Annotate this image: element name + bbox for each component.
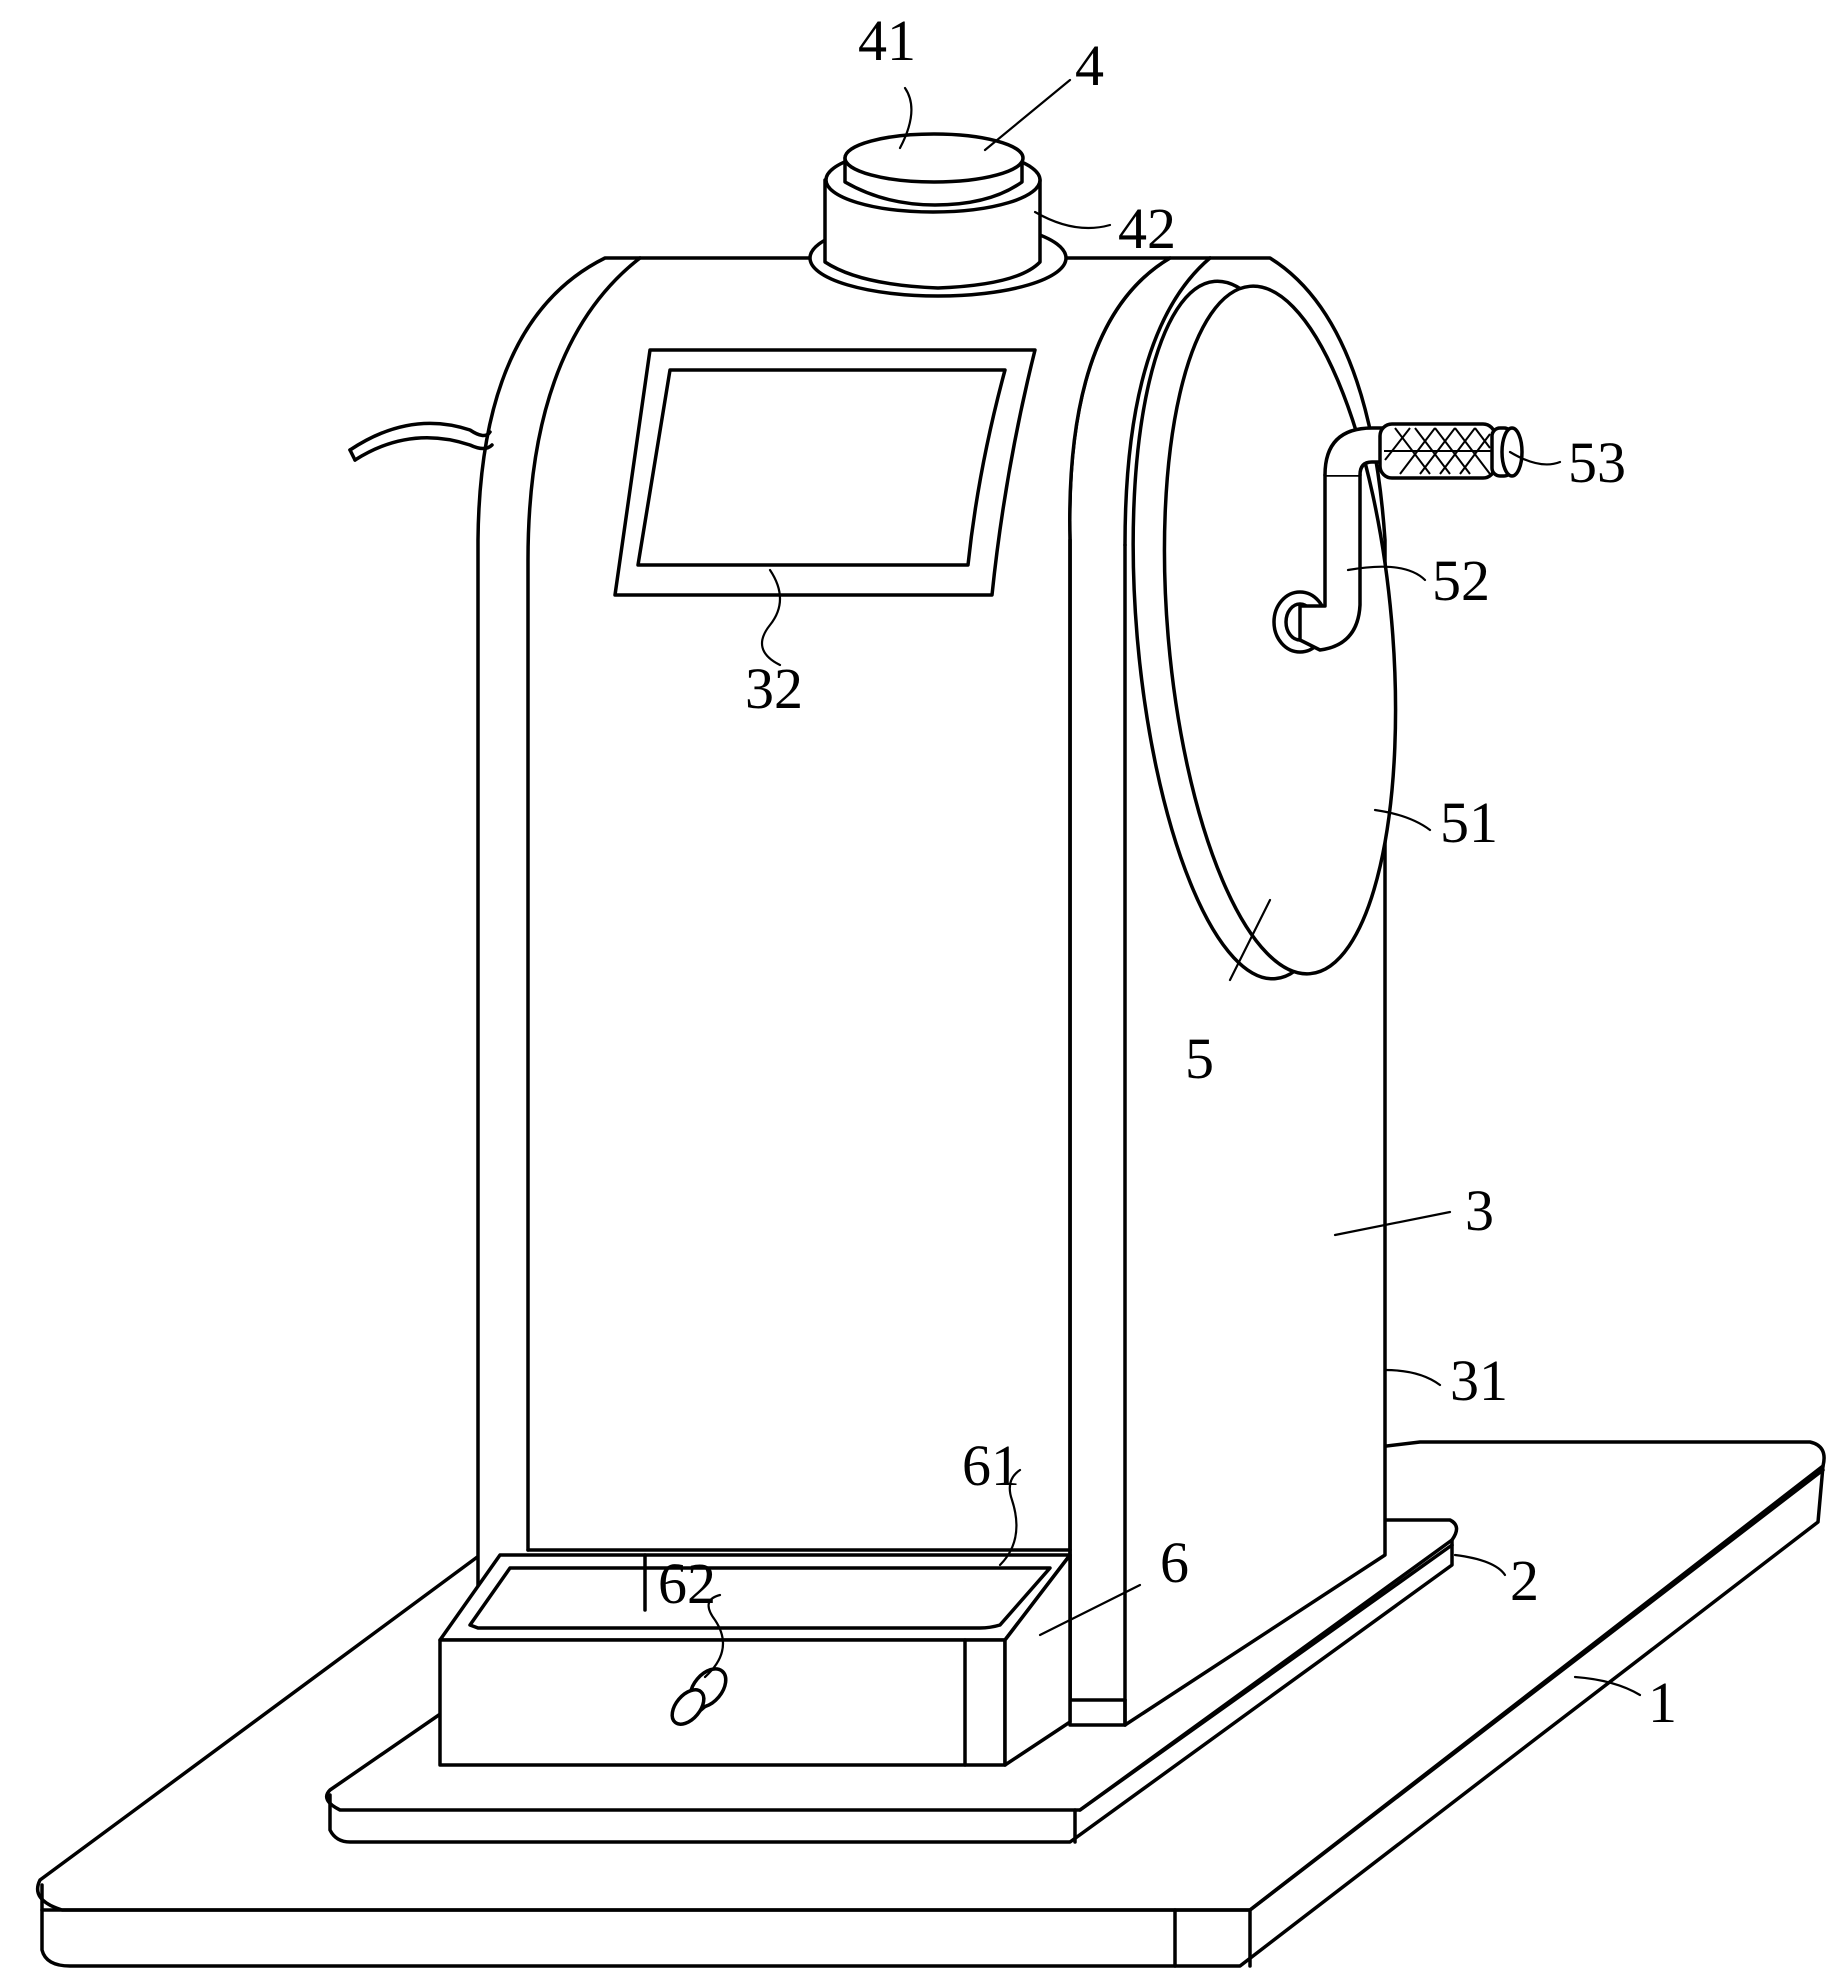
label-51: 51 xyxy=(1440,790,1498,855)
label-31: 31 xyxy=(1450,1348,1508,1413)
label-41: 41 xyxy=(858,8,916,73)
label-2: 2 xyxy=(1510,1548,1539,1613)
knurled-grip xyxy=(1378,422,1524,480)
label-5: 5 xyxy=(1185,1026,1214,1091)
label-62: 62 xyxy=(658,1551,716,1616)
label-1: 1 xyxy=(1648,1670,1677,1735)
label-53: 53 xyxy=(1568,430,1626,495)
reference-numerals: 41 4 42 53 52 32 51 5 3 31 61 62 6 2 1 xyxy=(658,8,1677,1735)
crank-handle xyxy=(1272,426,1394,654)
label-42: 42 xyxy=(1118,196,1176,261)
label-3: 3 xyxy=(1465,1178,1494,1243)
label-61: 61 xyxy=(962,1433,1020,1498)
power-cord xyxy=(348,421,494,462)
label-6: 6 xyxy=(1160,1530,1189,1595)
leader-lines xyxy=(703,78,1642,1697)
top-cap xyxy=(808,132,1068,298)
label-4: 4 xyxy=(1075,33,1104,98)
label-32: 32 xyxy=(745,656,803,721)
display-window xyxy=(613,348,1037,597)
drawer-tray xyxy=(438,1553,1072,1767)
label-52: 52 xyxy=(1432,548,1490,613)
